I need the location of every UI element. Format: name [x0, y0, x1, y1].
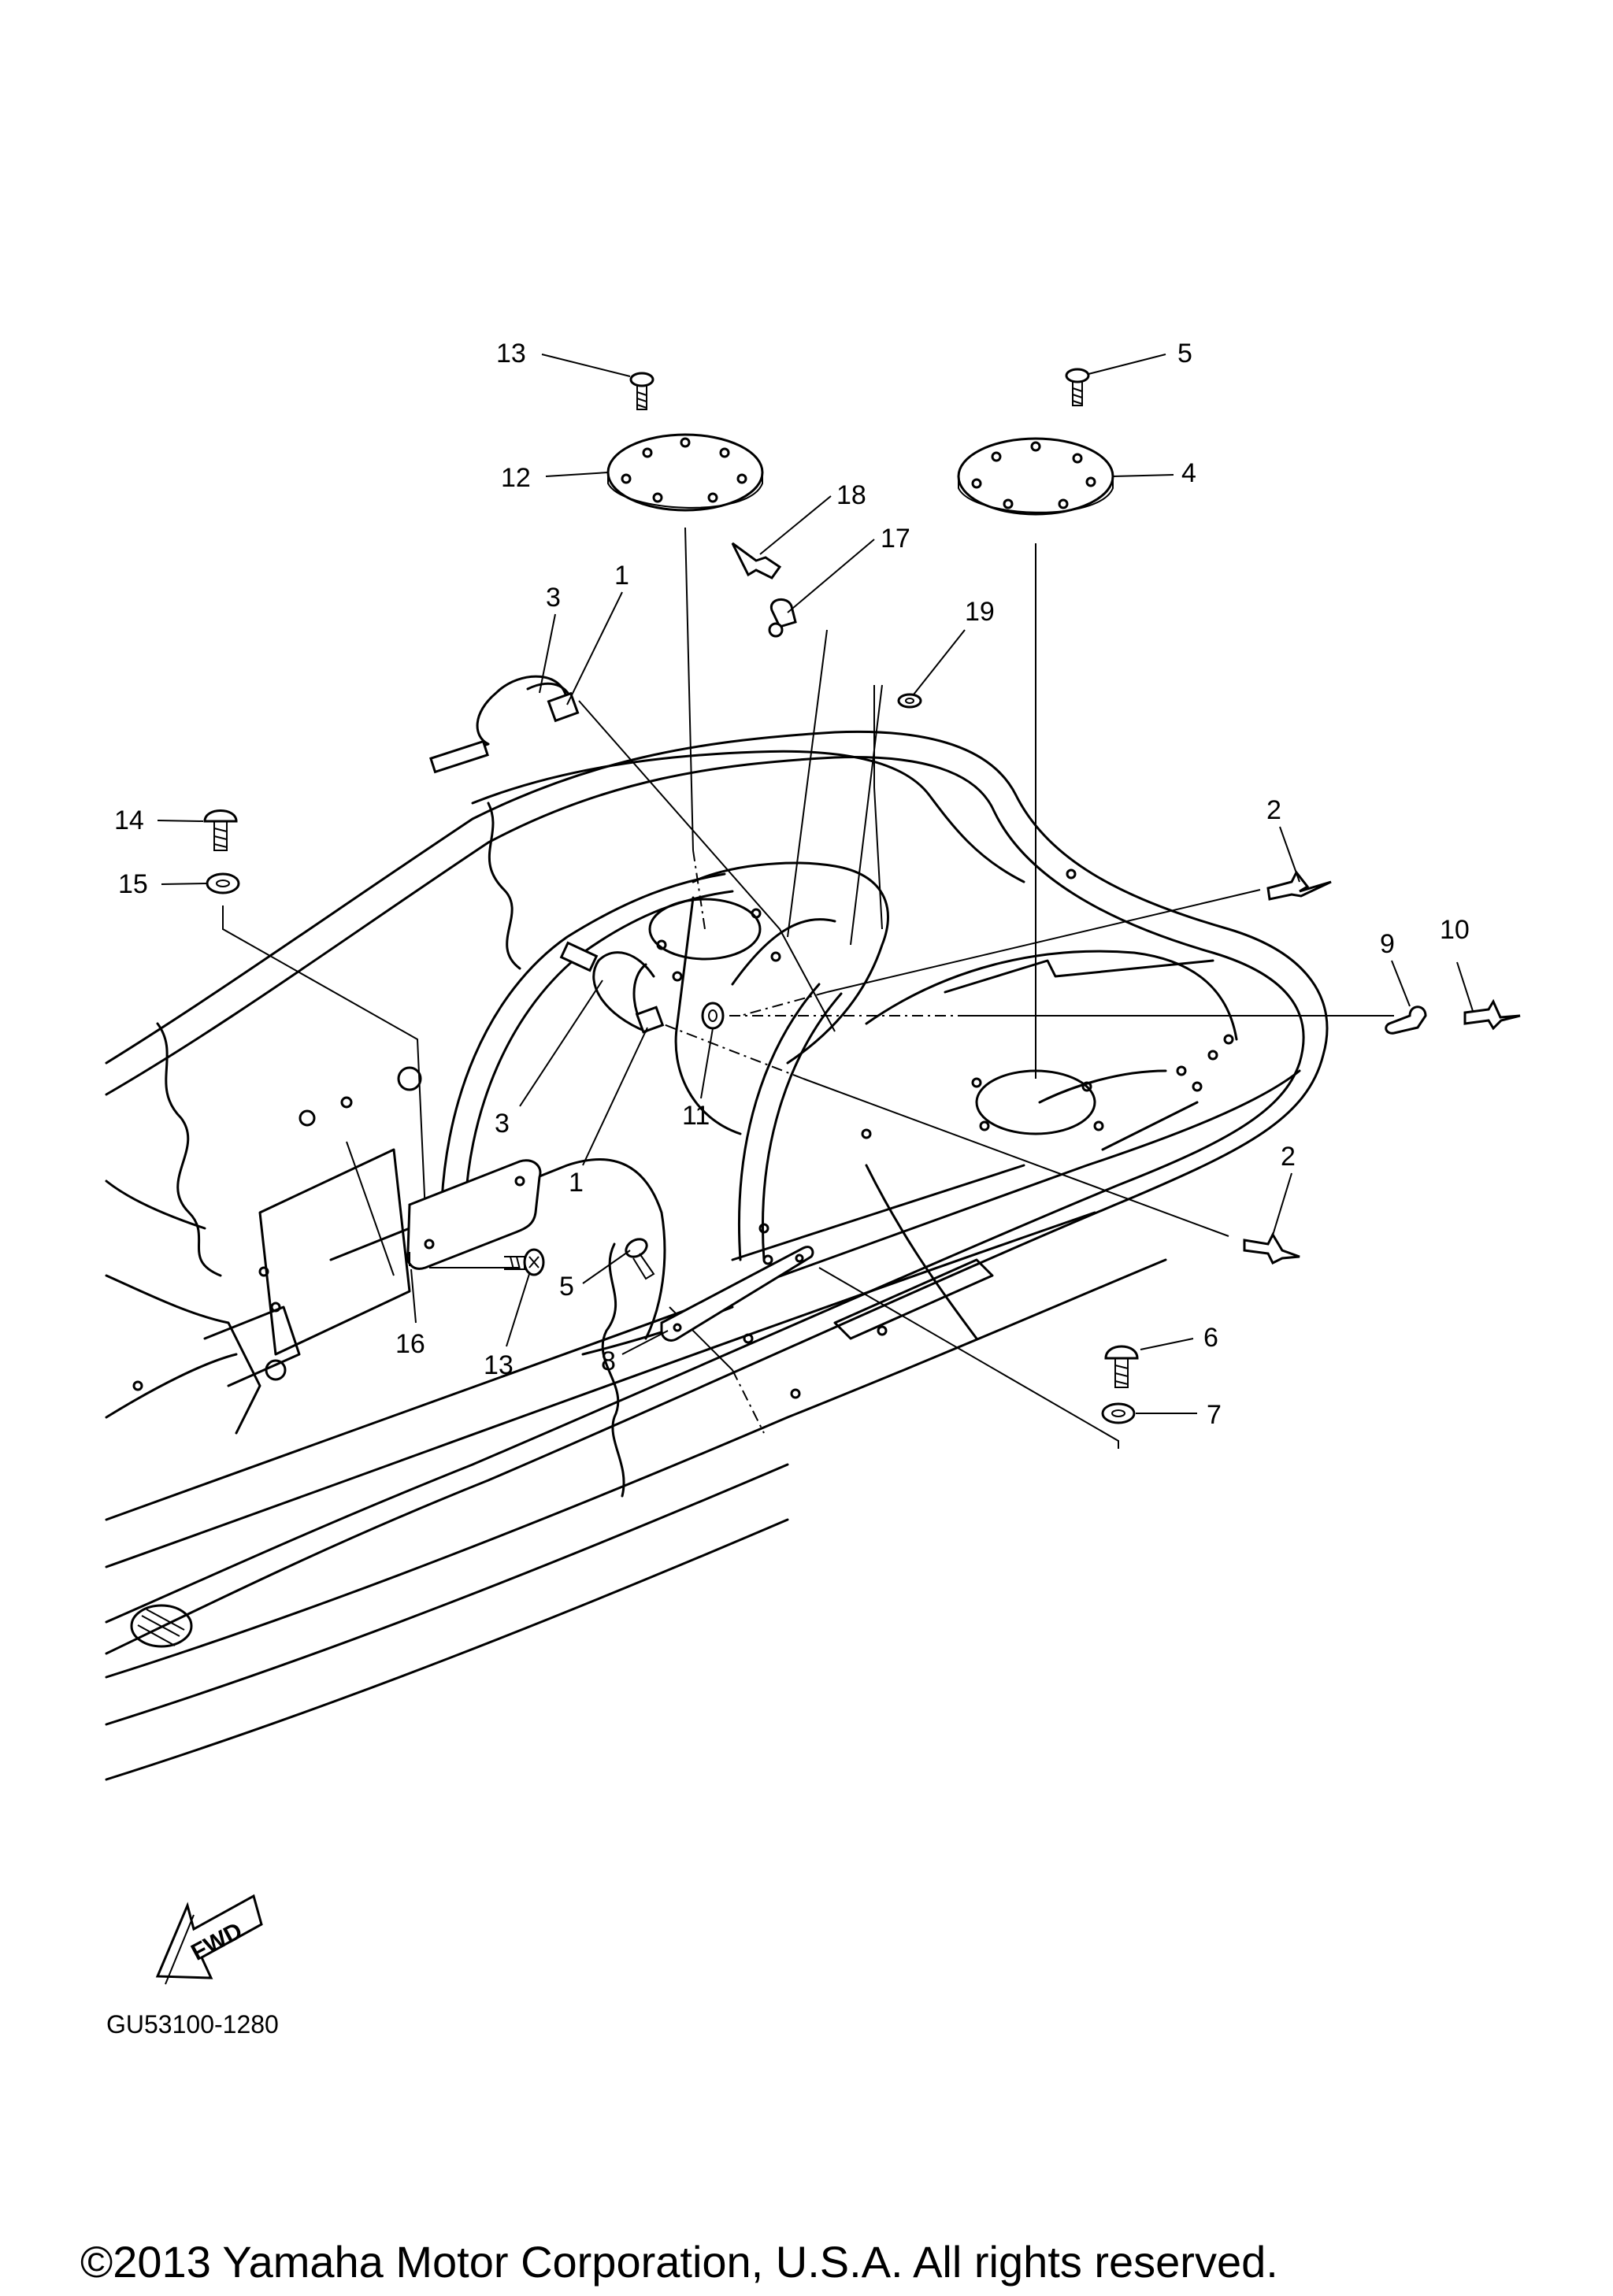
screw-5-lower [625, 1238, 655, 1280]
callout-12: 12 [501, 463, 531, 493]
rivet-18 [731, 542, 782, 580]
clip-17 [768, 598, 797, 638]
callout-1: 1 [569, 1168, 584, 1198]
callout-13: 13 [496, 339, 526, 368]
plate-16 [406, 1159, 542, 1270]
callout-7: 7 [1207, 1400, 1222, 1430]
assembly-lines [222, 527, 1394, 1449]
callout-5: 5 [559, 1272, 574, 1302]
strap-3-lower [559, 941, 665, 1034]
callout-3: 3 [546, 583, 561, 613]
callout-6: 6 [1203, 1323, 1218, 1353]
callout-11: 11 [682, 1101, 710, 1131]
washer-15 [206, 872, 240, 894]
callout-labels: 13 5 12 4 18 17 3 1 19 14 15 2 9 10 3 11… [114, 339, 1470, 1430]
callout-1: 1 [614, 561, 629, 591]
hull-outline [105, 730, 1329, 1781]
callout-10: 10 [1440, 915, 1470, 945]
hatch-cover-4 [957, 437, 1114, 516]
strap-3-upper [429, 675, 580, 774]
callout-8: 8 [601, 1346, 616, 1376]
screw-5-top [1065, 368, 1090, 406]
callout-19: 19 [965, 597, 995, 627]
callout-9: 9 [1380, 929, 1395, 959]
callout-17: 17 [881, 524, 910, 554]
plate-8 [660, 1246, 814, 1342]
callout-leaders [157, 354, 1474, 1414]
callout-3: 3 [495, 1109, 510, 1139]
screw-13-top [629, 372, 654, 410]
callout-18: 18 [836, 480, 866, 510]
grommet-11 [701, 1002, 725, 1030]
callout-2: 2 [1266, 795, 1281, 825]
clip-9 [1385, 1005, 1427, 1035]
bolt-6 [1104, 1345, 1139, 1388]
rivet-10 [1463, 998, 1521, 1031]
hatch-cover-12 [606, 433, 764, 512]
callout-16: 16 [395, 1329, 425, 1359]
callout-14: 14 [114, 805, 144, 835]
rivet-2-upper [1266, 870, 1332, 901]
washer-19 [897, 693, 922, 709]
bolt-14 [203, 809, 238, 851]
fwd-arrow-icon: FWD [155, 1894, 263, 1985]
parts [203, 368, 1521, 1424]
washer-7 [1101, 1402, 1136, 1424]
screw-13-lower [504, 1248, 545, 1276]
callout-13: 13 [484, 1350, 514, 1380]
callout-2: 2 [1281, 1142, 1296, 1172]
diagram-code: GU53100-1280 [106, 2010, 279, 2039]
callout-5: 5 [1177, 339, 1192, 368]
rivet-2-lower [1243, 1231, 1300, 1265]
callout-4: 4 [1181, 458, 1196, 488]
callout-15: 15 [118, 869, 148, 899]
copyright-text: ©2013 Yamaha Motor Corporation, U.S.A. A… [80, 2237, 1278, 2287]
